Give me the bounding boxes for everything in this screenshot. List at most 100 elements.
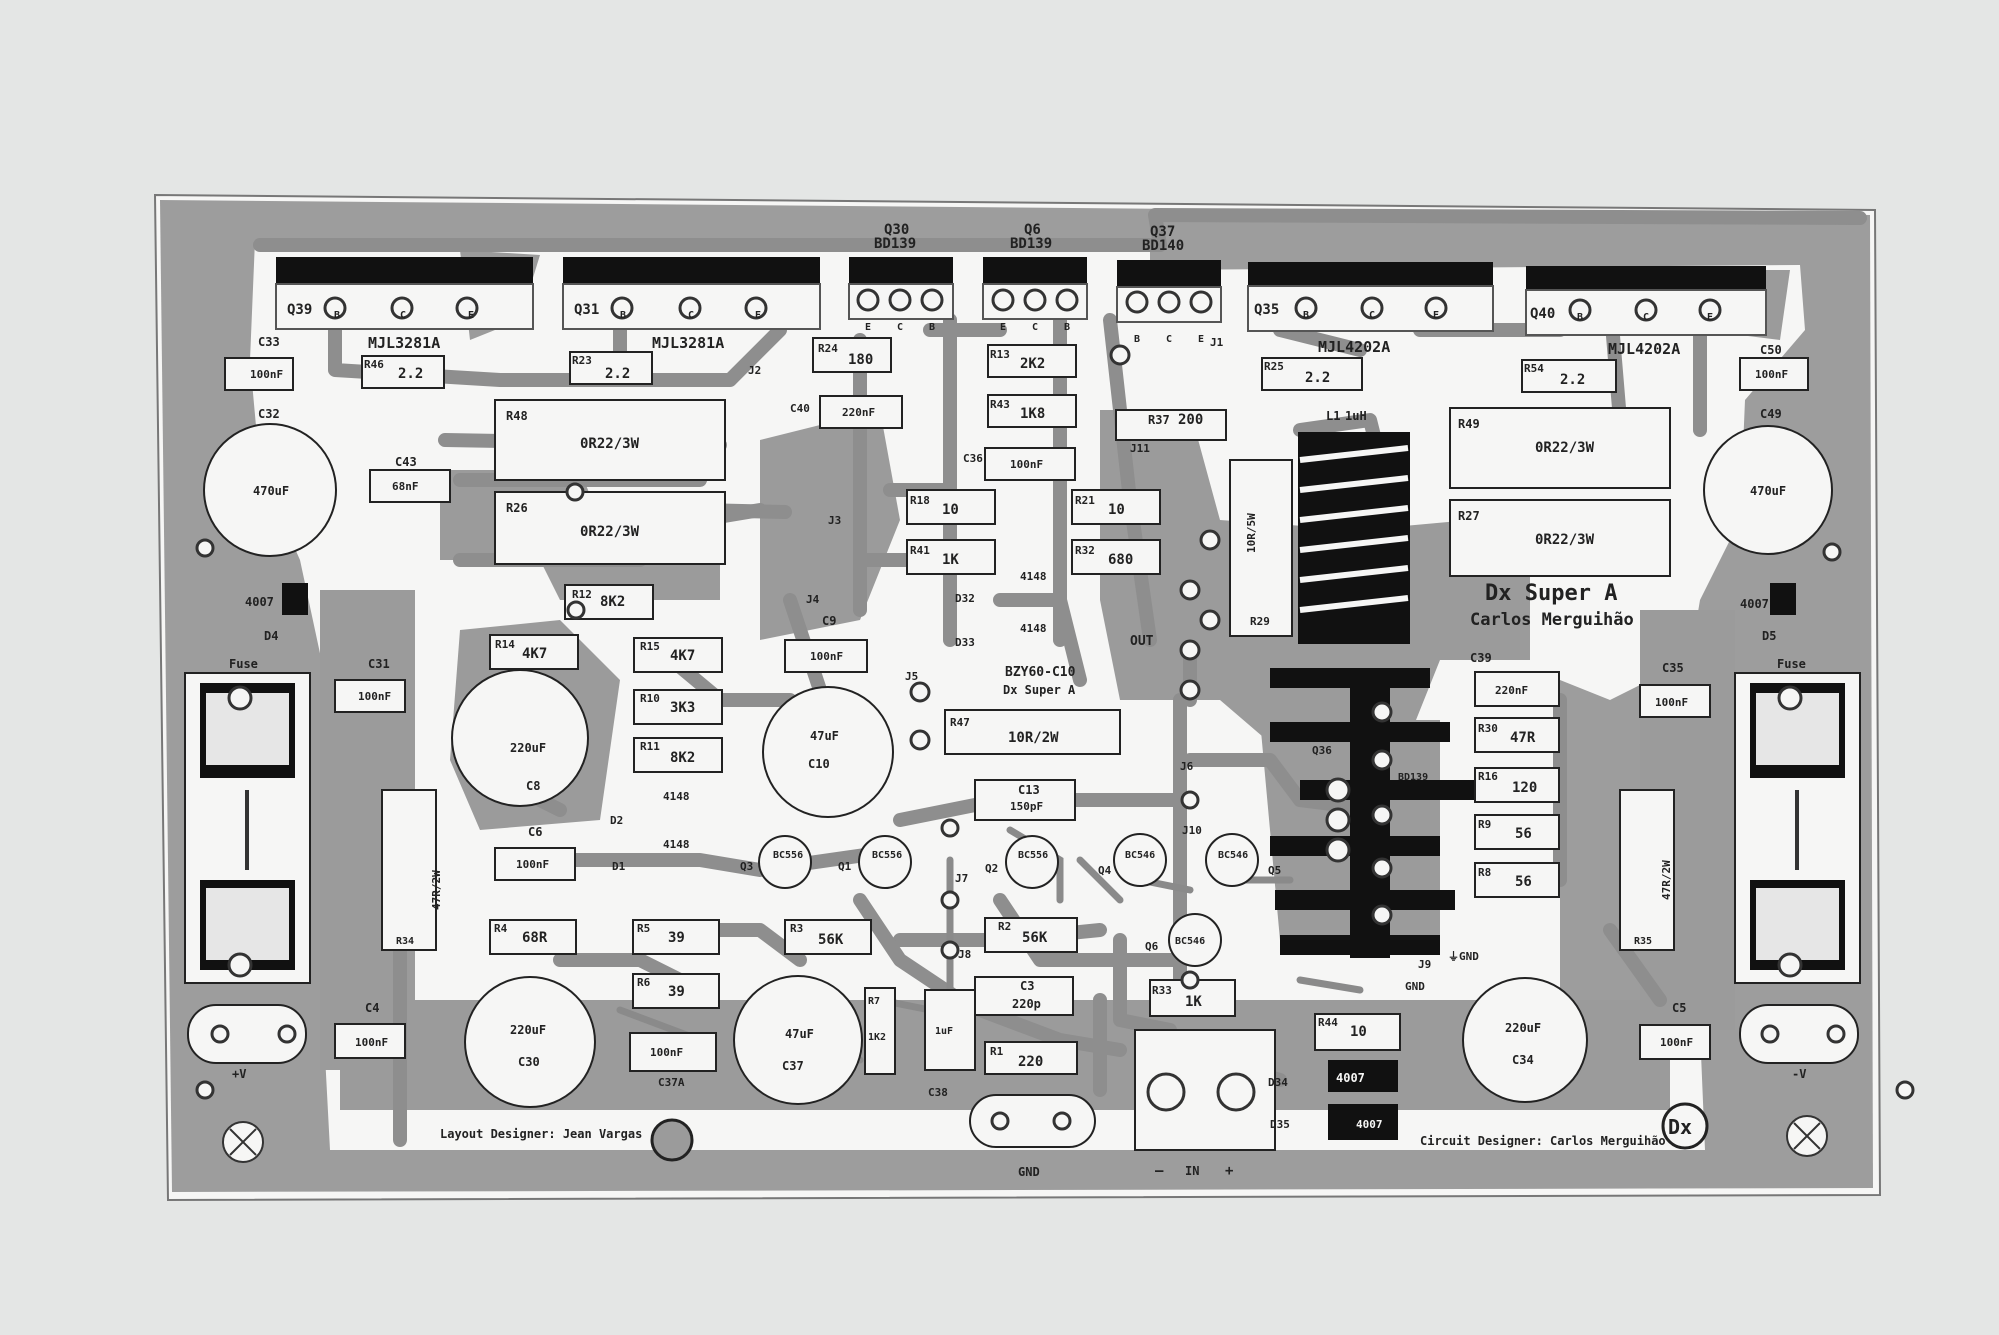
r43-ref: R43 (990, 398, 1010, 411)
q35-pin-c: C (1369, 310, 1375, 321)
dx-label: Dx Super A (1003, 683, 1076, 697)
q35-pin-e: E (1433, 310, 1439, 321)
small-transistor-bodies (758, 833, 1259, 967)
r11-value: 8K2 (670, 750, 695, 766)
q40-pin-e: E (1707, 312, 1713, 323)
out-label: OUT (1130, 634, 1154, 649)
capacitor-bodies (203, 423, 1833, 1108)
r16-value: 120 (1512, 780, 1537, 796)
r34-ref: R34 (396, 936, 414, 947)
c39-ref: C39 (1470, 651, 1492, 665)
circuit-credit: Circuit Designer: Carlos Merguihão (1420, 1134, 1666, 1148)
c4-value: 100nF (355, 1036, 388, 1049)
q35-pin-b: B (1303, 310, 1309, 321)
c43-value: 68nF (392, 480, 419, 493)
inductor-windings (1299, 445, 1409, 613)
r34-value: 47R/2W (430, 870, 443, 910)
q37-pin-b: B (1134, 334, 1140, 345)
r14-ref: R14 (495, 638, 515, 651)
c35-value: 100nF (1655, 696, 1688, 709)
r13-ref: R13 (990, 348, 1010, 361)
r4-ref: R4 (494, 922, 508, 935)
r2-ref: R2 (998, 920, 1011, 933)
plus-v-label: +V (232, 1067, 246, 1081)
q6-ref: Q6 (1024, 222, 1041, 238)
d34-value: 4007 (1336, 1071, 1365, 1085)
c50-value: 100nF (1755, 368, 1788, 381)
r25-ref: R25 (1264, 360, 1284, 373)
j6-label: J6 (1180, 760, 1194, 773)
c35-ref: C35 (1662, 661, 1684, 675)
minus-v-label: -V (1792, 1067, 1806, 1081)
r35-value: 47R/2W (1660, 860, 1673, 900)
r54-ref: R54 (1524, 362, 1544, 375)
title-label: Dx Super A (1485, 581, 1617, 606)
j10-label: J10 (1182, 824, 1202, 837)
c49-ref: C49 (1760, 407, 1782, 421)
c6-ref: C6 (528, 825, 542, 839)
c13-value: 150pF (1010, 800, 1043, 813)
j11-label: J11 (1130, 442, 1150, 455)
r8-ref: R8 (1478, 866, 1491, 879)
q35-ref: Q35 (1254, 302, 1279, 318)
c43-ref: C43 (395, 455, 417, 469)
r26-ref: R26 (506, 501, 528, 515)
d33-value: 4148 (1020, 622, 1047, 635)
c3-value: 220p (1012, 997, 1041, 1011)
c8-ref: C8 (526, 779, 540, 793)
c49-value: 470uF (1750, 484, 1786, 498)
r41-value: 1K (942, 552, 959, 568)
r25-value: 2.2 (1305, 370, 1330, 386)
r44-value: 10 (1350, 1024, 1367, 1040)
r4-value: 68R (522, 930, 548, 946)
r29-value: 10R/5W (1245, 513, 1258, 553)
c36-value: 100nF (1010, 458, 1043, 471)
gnd-label: GND (1018, 1165, 1040, 1179)
zener-label: BZY60-C10 (1005, 665, 1076, 680)
q37-ref: Q37 (1150, 224, 1175, 240)
r18-value: 10 (942, 502, 959, 518)
c37-value: 47uF (785, 1027, 814, 1041)
r37-ref: R37 (1148, 413, 1170, 427)
r11-ref: R11 (640, 740, 660, 753)
c37a-value: 100nF (650, 1046, 683, 1059)
j3-label: J3 (828, 514, 841, 527)
j1-label: J1 (1210, 336, 1224, 349)
terminals (187, 1004, 1859, 1151)
r21-value: 10 (1108, 502, 1125, 518)
q6-small-part: BC546 (1175, 936, 1205, 947)
c10-ref: C10 (808, 757, 830, 771)
r12-ref: R12 (572, 588, 592, 601)
q3-part: BC556 (773, 850, 803, 861)
subtitle-label: Carlos Merguihão (1470, 610, 1634, 630)
r30-value: 47R (1510, 730, 1536, 746)
small-capacitor-bodies (224, 357, 1809, 1072)
q6-pin-e: E (1000, 322, 1006, 333)
j2-label: J2 (748, 364, 761, 377)
c39-value: 220nF (1495, 684, 1528, 697)
r48-ref: R48 (506, 409, 528, 423)
c30-value: 220uF (510, 1023, 546, 1037)
c10-value: 47uF (810, 729, 839, 743)
q30-pin-e: E (865, 322, 871, 333)
q4-part: BC546 (1125, 850, 1155, 861)
c38-value: 1uF (935, 1026, 953, 1037)
r3-ref: R3 (790, 922, 803, 935)
mounting-holes (222, 1115, 1828, 1163)
d32-value: 4148 (1020, 570, 1047, 583)
q36-ref: Q36 (1312, 744, 1332, 757)
transistor-tabs (276, 257, 1766, 290)
d35-ref: D35 (1270, 1118, 1290, 1131)
c37-ref: C37 (782, 1059, 804, 1073)
r23-ref: R23 (572, 354, 592, 367)
d35-value: 4007 (1356, 1118, 1383, 1131)
q31-pin-c: C (688, 310, 694, 321)
r32-value: 680 (1108, 552, 1133, 568)
r41-ref: R41 (910, 544, 930, 557)
r23-value: 2.2 (605, 366, 630, 382)
c9-value: 100nF (810, 650, 843, 663)
q5-part: BC546 (1218, 850, 1248, 861)
r49-ref: R49 (1458, 417, 1480, 431)
q40-ref: Q40 (1530, 306, 1555, 322)
c40-value: 220nF (842, 406, 875, 419)
